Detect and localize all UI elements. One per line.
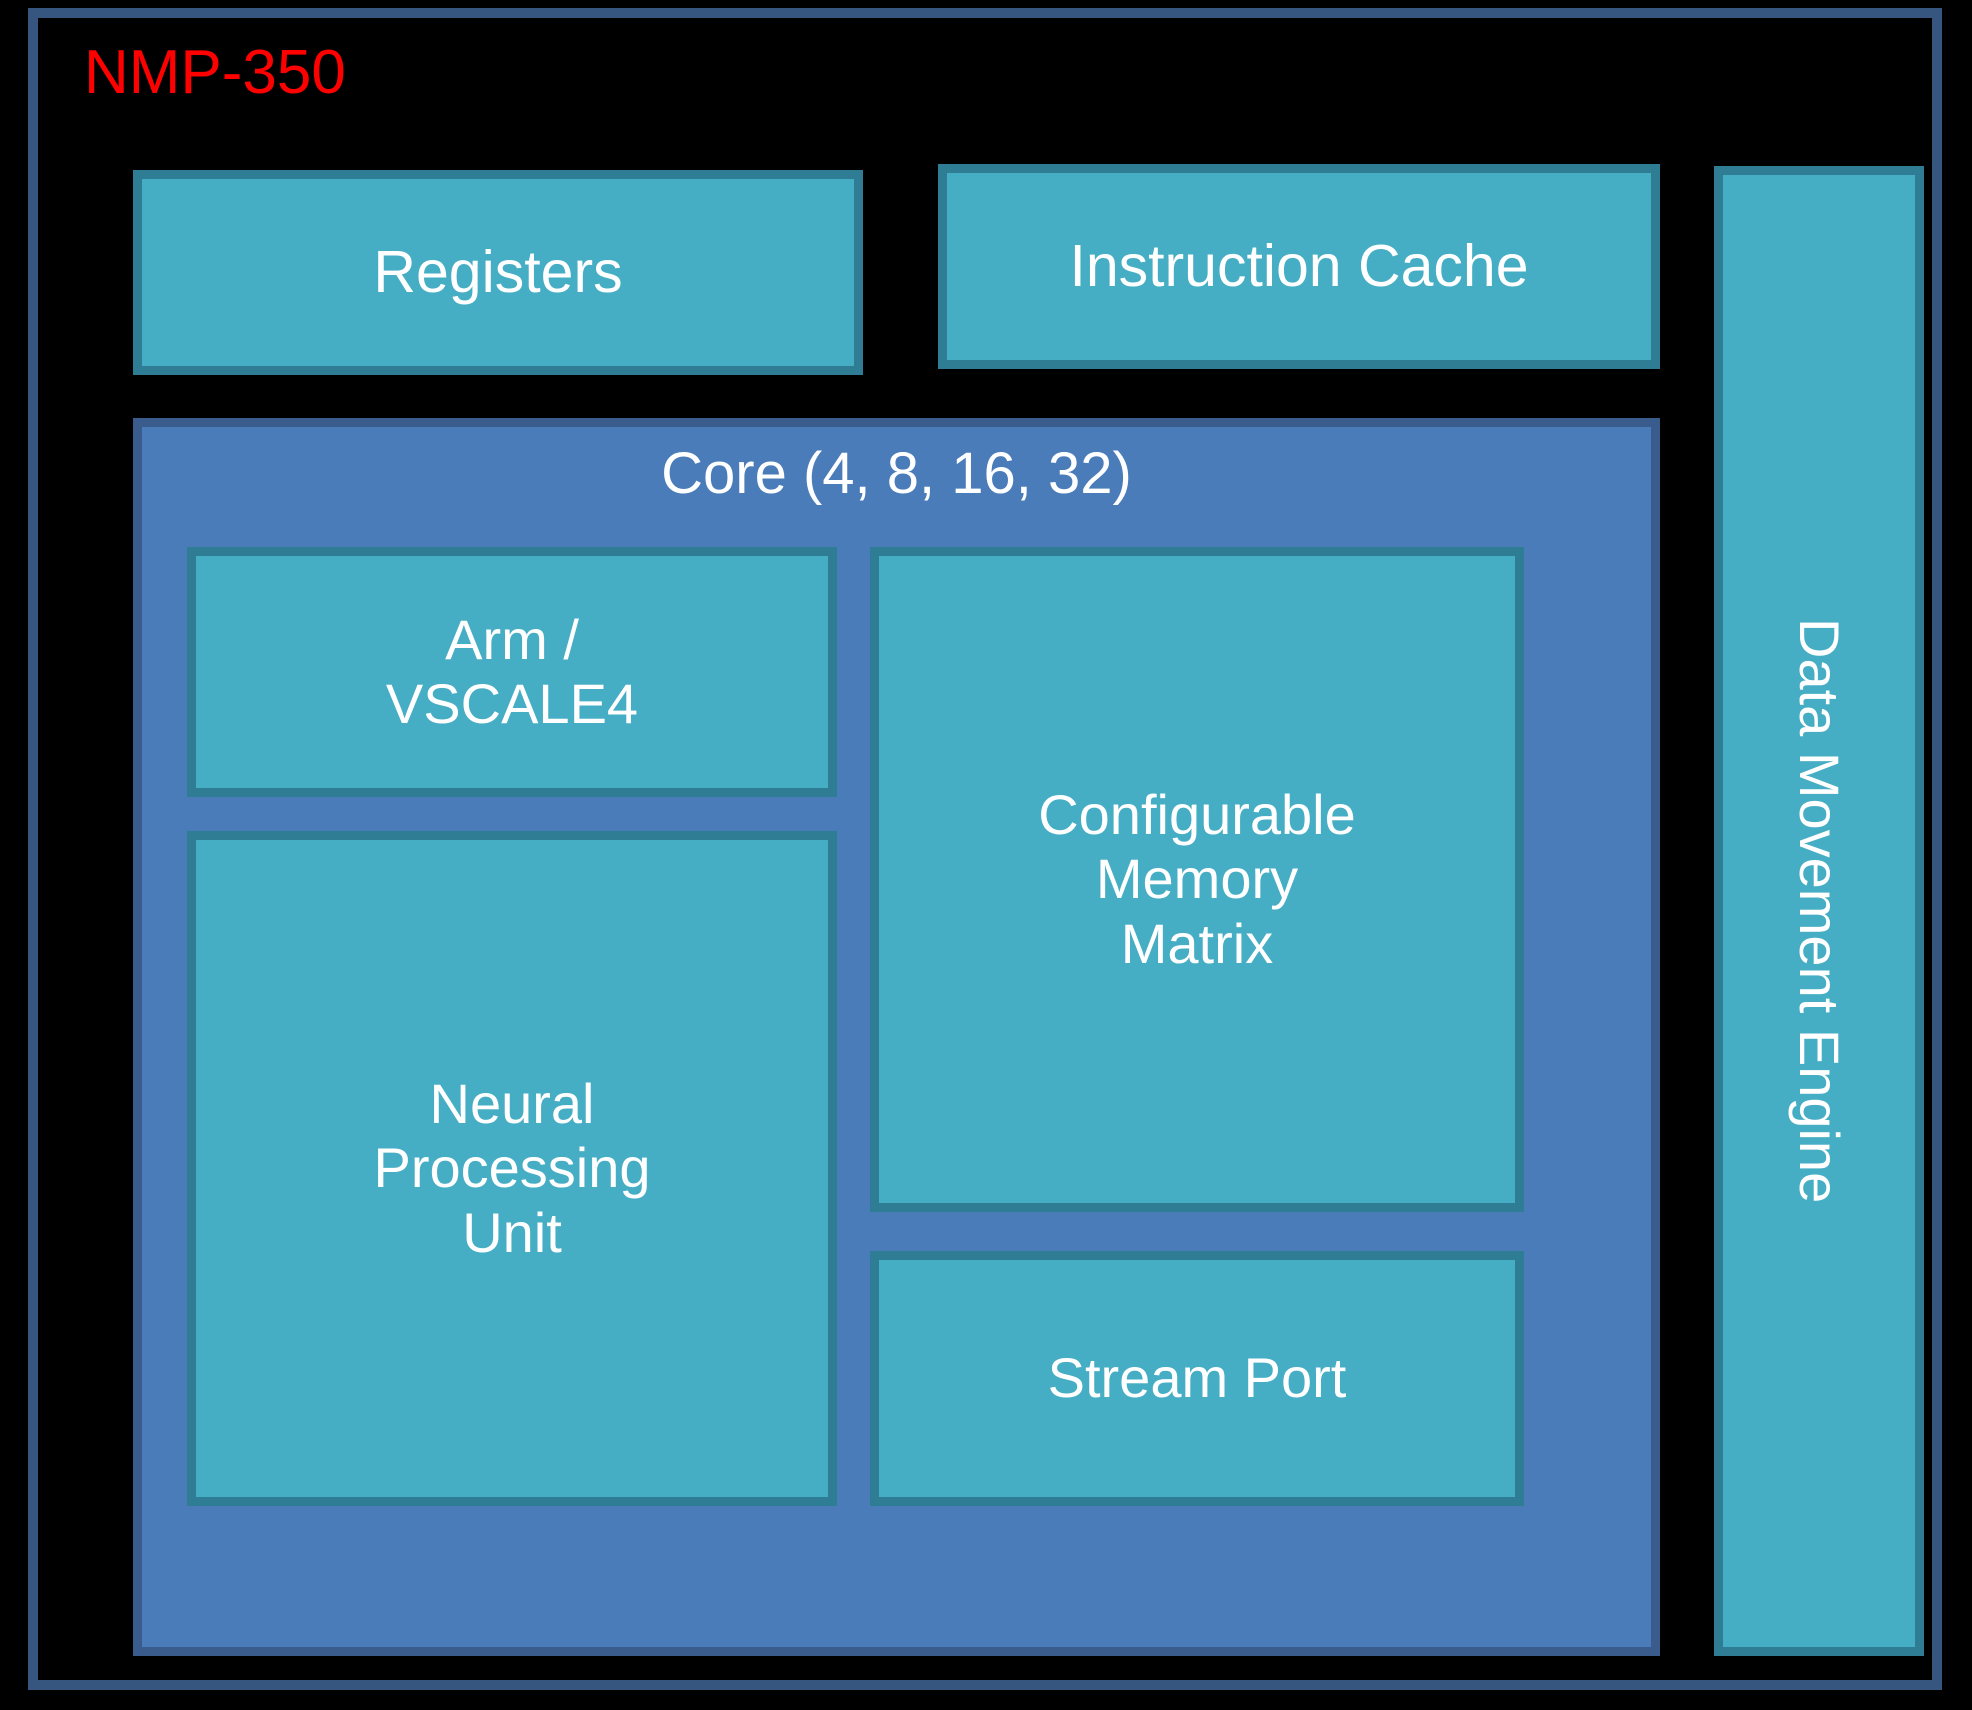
block-neural-processing-unit-label: Neural Processing Unit [373,1071,651,1264]
block-registers-label: Registers [373,238,623,305]
block-arm-vscale4-label: Arm / VSCALE4 [385,607,639,735]
block-instruction-cache-label: Instruction Cache [1069,232,1529,299]
block-stream-port[interactable]: Stream Port [870,1251,1524,1506]
chip-frame: NMP-350 Registers Instruction Cache Data… [28,8,1942,1690]
page-title: NMP-350 [84,38,346,107]
block-data-movement-engine[interactable]: Data Movement Engine [1714,166,1924,1656]
block-core[interactable]: Core (4, 8, 16, 32) Arm / VSCALE4 Neural… [133,418,1660,1656]
block-configurable-memory-matrix-label: Configurable Memory Matrix [1038,782,1356,975]
block-configurable-memory-matrix[interactable]: Configurable Memory Matrix [870,547,1524,1212]
block-data-movement-engine-label: Data Movement Engine [1788,618,1851,1204]
block-neural-processing-unit[interactable]: Neural Processing Unit [187,831,837,1506]
block-instruction-cache[interactable]: Instruction Cache [938,164,1660,369]
block-core-label: Core (4, 8, 16, 32) [661,441,1132,506]
block-stream-port-label: Stream Port [1047,1346,1347,1410]
block-registers[interactable]: Registers [133,170,863,375]
block-arm-vscale4[interactable]: Arm / VSCALE4 [187,547,837,797]
